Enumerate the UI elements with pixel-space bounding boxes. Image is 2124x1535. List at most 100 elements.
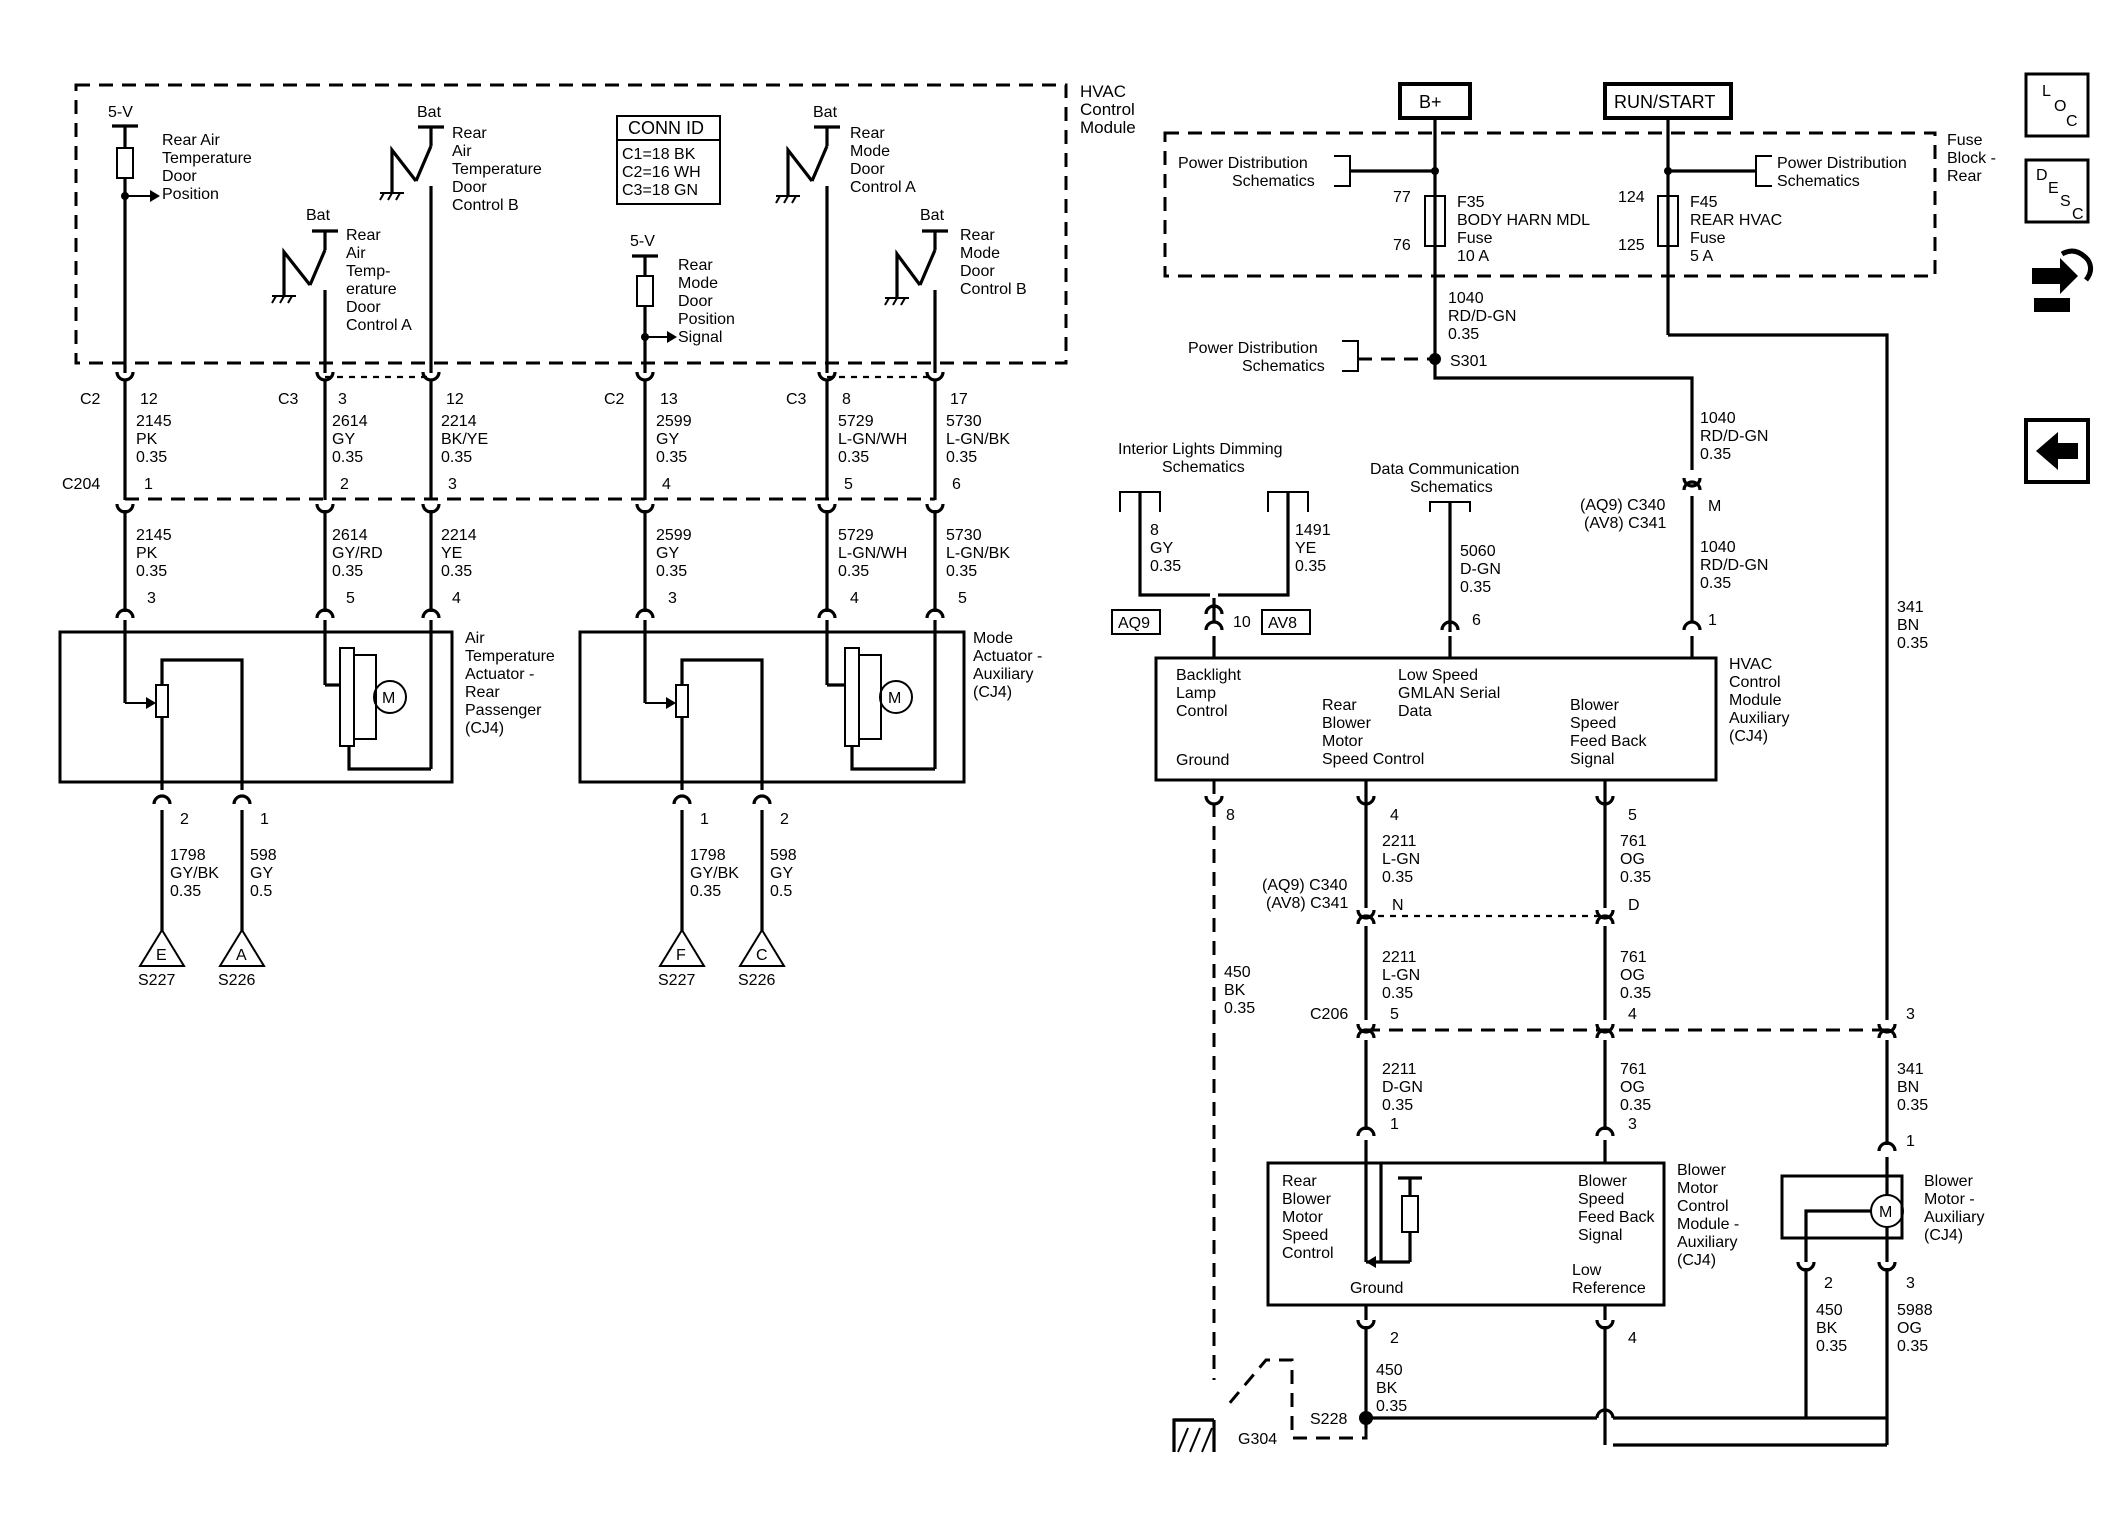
svg-text:Auxiliary: Auxiliary [1729, 710, 1789, 727]
ground-g304: G304 [1172, 1418, 1277, 1453]
svg-text:0.5: 0.5 [250, 883, 272, 900]
svg-text:2211: 2211 [1382, 1061, 1417, 1078]
svg-text:3: 3 [1906, 1275, 1915, 1292]
svg-text:M: M [1879, 1204, 1892, 1221]
svg-text:0.35: 0.35 [1382, 869, 1413, 886]
svg-text:A: A [236, 947, 247, 964]
svg-text:3: 3 [448, 476, 457, 493]
air-temperature-actuator: M Air Temperature Actuator - Rear Passen… [58, 620, 555, 790]
svg-text:0.35: 0.35 [441, 449, 472, 466]
svg-text:D-GN: D-GN [1382, 1079, 1423, 1096]
svg-text:2211: 2211 [1382, 833, 1417, 850]
svg-text:GMLAN Serial: GMLAN Serial [1398, 685, 1500, 702]
svg-text:GY: GY [770, 865, 793, 882]
svg-text:0.35: 0.35 [1150, 558, 1181, 575]
svg-text:Door: Door [162, 168, 197, 185]
svg-text:S: S [2060, 193, 2071, 210]
hvac-control-module-auxiliary: Backlight Lamp Control Ground Low Speed … [1154, 636, 1789, 782]
svg-text:Module: Module [1729, 692, 1782, 709]
svg-text:6: 6 [952, 476, 961, 493]
svg-text:Door: Door [850, 161, 885, 178]
svg-text:Ground: Ground [1176, 752, 1229, 769]
svg-text:0.35: 0.35 [1620, 985, 1651, 1002]
svg-text:2: 2 [1390, 1330, 1399, 1347]
hvac-control-module-boundary [74, 83, 1068, 365]
svg-text:Blower: Blower [1570, 697, 1620, 714]
svg-text:OG: OG [1620, 851, 1645, 868]
svg-text:Door: Door [452, 179, 487, 196]
svg-text:5988: 5988 [1897, 1302, 1933, 1319]
svg-text:598: 598 [250, 847, 277, 864]
fuse-f35: 77 76 F35 BODY HARN MDL Fuse 10 A [1393, 189, 1590, 265]
svg-text:Fuse: Fuse [1690, 230, 1726, 247]
svg-text:0.35: 0.35 [838, 449, 869, 466]
svg-text:Temperature: Temperature [465, 648, 555, 665]
svg-text:5: 5 [958, 590, 967, 607]
svg-text:8: 8 [1150, 522, 1159, 539]
svg-text:Rear: Rear [1947, 168, 1982, 185]
svg-text:1: 1 [144, 476, 153, 493]
svg-text:Schematics: Schematics [1777, 173, 1860, 190]
location-button[interactable]: L O C [2024, 72, 2090, 138]
svg-text:S226: S226 [218, 972, 255, 989]
svg-text:RD/D-GN: RD/D-GN [1700, 428, 1768, 445]
svg-text:761: 761 [1620, 833, 1647, 850]
svg-text:S227: S227 [138, 972, 175, 989]
svg-text:Fuse: Fuse [1947, 132, 1983, 149]
mode-actuator: M Mode Actuator - Auxiliary (CJ4) [578, 620, 1042, 790]
svg-text:0.35: 0.35 [656, 563, 687, 580]
fuse-block-rear-label: Fuse Block - Rear [1947, 132, 1996, 185]
svg-text:77: 77 [1393, 189, 1411, 206]
back-arrow-button[interactable] [2024, 418, 2090, 484]
svg-text:1: 1 [700, 811, 709, 828]
svg-text:Fuse: Fuse [1457, 230, 1493, 247]
svg-text:Passenger: Passenger [465, 702, 542, 719]
svg-text:Speed: Speed [1578, 1191, 1624, 1208]
svg-text:0.35: 0.35 [332, 563, 363, 580]
svg-text:Auxiliary: Auxiliary [973, 666, 1033, 683]
svg-text:(AQ9) C340: (AQ9) C340 [1262, 877, 1347, 894]
svg-text:Interior Lights Dimming: Interior Lights Dimming [1118, 441, 1283, 458]
svg-text:RUN/START: RUN/START [1614, 92, 1715, 112]
svg-text:BK: BK [1816, 1320, 1838, 1337]
hvac-control-module-label: HVAC Control Module [1080, 82, 1136, 137]
svg-text:0.35: 0.35 [441, 563, 472, 580]
svg-text:Actuator -: Actuator - [973, 648, 1042, 665]
svg-text:Control: Control [1729, 674, 1781, 691]
svg-text:Blower: Blower [1282, 1191, 1332, 1208]
svg-text:Bat: Bat [920, 207, 945, 224]
svg-text:0.35: 0.35 [838, 563, 869, 580]
switch-rear-air-temp-door-control-a: Bat Rear Air Temp- erature Door Control … [271, 207, 412, 373]
description-button[interactable]: D E S C [2024, 158, 2090, 224]
svg-text:761: 761 [1620, 1061, 1647, 1078]
svg-text:0.35: 0.35 [946, 449, 977, 466]
svg-text:Speed Control: Speed Control [1322, 751, 1424, 768]
svg-text:D: D [2036, 167, 2048, 184]
svg-text:0.35: 0.35 [656, 449, 687, 466]
svg-text:GY/BK: GY/BK [170, 865, 219, 882]
svg-text:Power Distribution: Power Distribution [1188, 340, 1318, 357]
svg-text:C3: C3 [278, 391, 299, 408]
connector-tools-icon[interactable] [2032, 248, 2094, 312]
svg-text:Power Distribution: Power Distribution [1777, 155, 1907, 172]
svg-text:Control: Control [1176, 703, 1228, 720]
svg-text:0.35: 0.35 [1897, 635, 1928, 652]
switch-rear-air-temp-door-control-b: Bat Rear Air Temperature Door Control B [379, 104, 542, 373]
svg-text:Control B: Control B [960, 281, 1027, 298]
svg-text:4: 4 [662, 476, 671, 493]
svg-text:C: C [2072, 206, 2084, 223]
svg-text:C: C [756, 947, 768, 964]
svg-text:GY/RD: GY/RD [332, 545, 383, 562]
fuse-f45: 124 125 F45 REAR HVAC Fuse 5 A [1618, 189, 1782, 265]
svg-text:PK: PK [136, 431, 158, 448]
svg-text:G304: G304 [1238, 1431, 1277, 1448]
svg-text:Motor: Motor [1322, 733, 1364, 750]
svg-text:BODY HARN MDL: BODY HARN MDL [1457, 212, 1590, 229]
svg-text:2614: 2614 [332, 527, 368, 544]
svg-text:Air: Air [452, 143, 472, 160]
svg-text:5-V: 5-V [108, 104, 133, 121]
connector-c340-c341-m: (AQ9) C340 (AV8) C341 M 1040 RD/D-GN 0.3… [1580, 477, 1768, 631]
svg-text:C2: C2 [80, 391, 101, 408]
svg-text:BK: BK [1224, 982, 1246, 999]
